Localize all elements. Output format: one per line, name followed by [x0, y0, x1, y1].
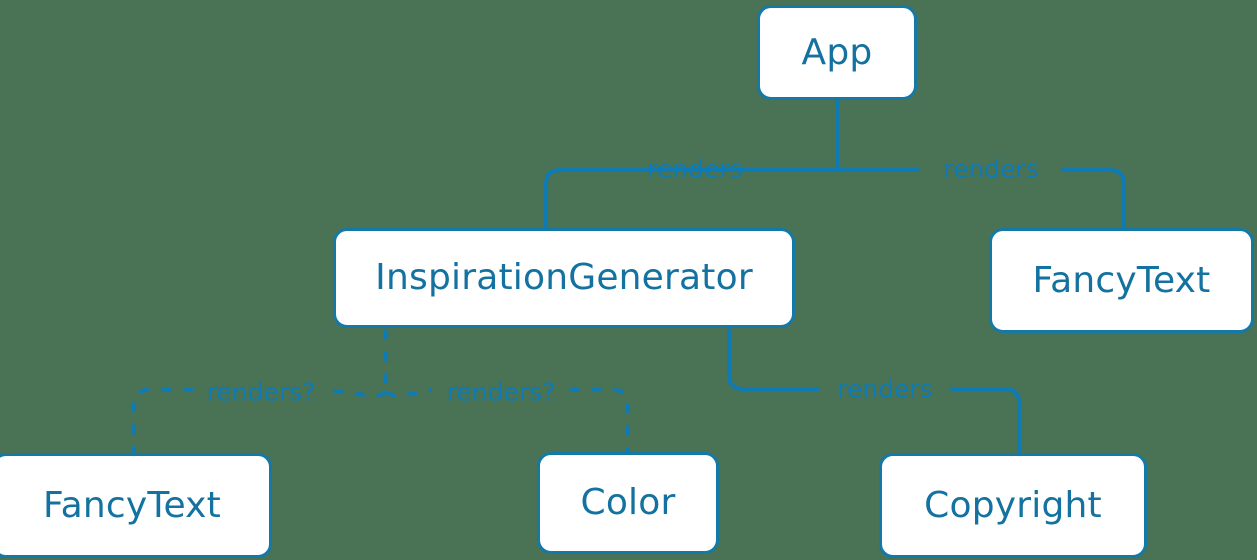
node-app[interactable]: App — [757, 5, 917, 100]
node-inspiration-generator[interactable]: InspirationGenerator — [333, 228, 795, 328]
edge-label-inspiration-color: renders? — [446, 377, 556, 407]
node-inspiration-generator-label: InspirationGenerator — [375, 257, 753, 298]
node-fancytext-bottom[interactable]: FancyText — [0, 453, 272, 558]
node-color-label: Color — [580, 482, 676, 523]
node-app-label: App — [801, 31, 873, 73]
node-copyright[interactable]: Copyright — [879, 453, 1147, 558]
edge-label-app-fancytext-top: renders — [943, 154, 1039, 184]
node-fancytext-bottom-label: FancyText — [43, 484, 221, 526]
edge-label-app-inspiration: renders — [647, 154, 743, 184]
edge-label-inspiration-fancytext-bot: renders? — [206, 377, 316, 407]
node-copyright-label: Copyright — [924, 484, 1102, 526]
node-color[interactable]: Color — [537, 452, 719, 554]
edge-label-inspiration-copyright: renders — [837, 374, 933, 404]
node-fancytext-top-label: FancyText — [1032, 259, 1211, 301]
node-fancytext-top[interactable]: FancyText — [989, 228, 1254, 333]
